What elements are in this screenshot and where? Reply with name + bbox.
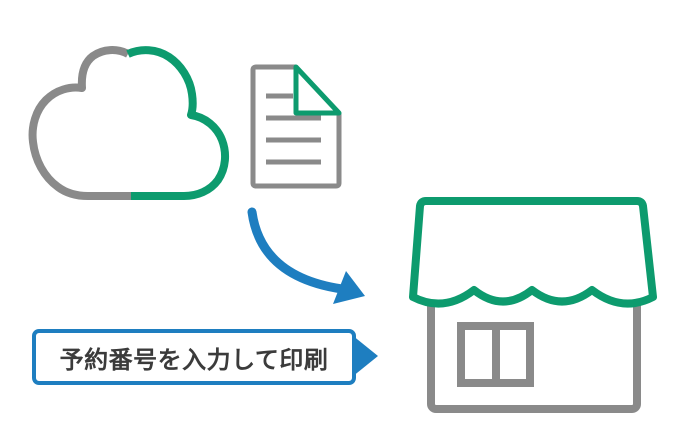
callout-text: 予約番号を入力して印刷 xyxy=(59,346,329,374)
cloud-icon xyxy=(28,46,230,200)
callout-pointer-triangle xyxy=(352,335,378,377)
document-text-lines xyxy=(266,93,321,165)
curved-arrow-icon xyxy=(247,207,365,304)
store-window xyxy=(457,322,534,387)
arrow-head xyxy=(333,271,365,304)
arrow-shaft xyxy=(247,207,347,294)
cloud-right-half xyxy=(126,46,230,200)
document-fold-corner xyxy=(293,64,342,116)
storefront-icon xyxy=(409,197,657,413)
callout-box: 予約番号を入力して印刷 xyxy=(32,329,356,385)
cloud-left-half xyxy=(28,46,131,200)
store-awning xyxy=(409,197,657,308)
document-icon xyxy=(250,64,342,189)
